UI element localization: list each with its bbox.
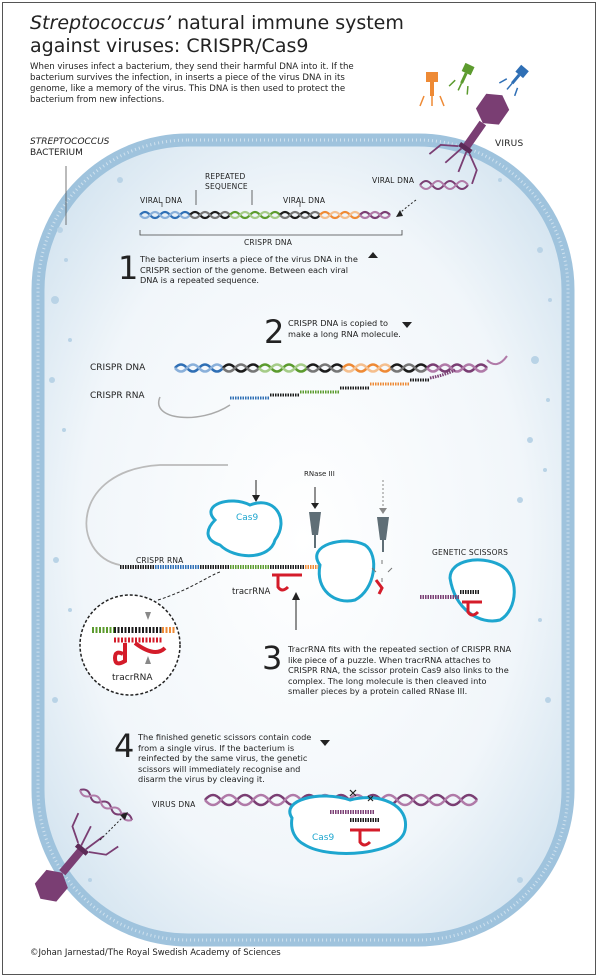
virus-small-blue-icon bbox=[498, 64, 529, 97]
tracrrna-zoom-label: tracrRNA bbox=[112, 673, 153, 683]
bacterium-label-italic: STREPTOCOCCUS bbox=[30, 137, 110, 147]
cas9-label-step4: Cas9 bbox=[312, 833, 335, 843]
virus-small-orange-icon bbox=[419, 72, 445, 107]
cell-dots bbox=[49, 177, 552, 883]
step-4-text: The finished genetic scissors contain co… bbox=[138, 732, 312, 785]
credit-text: ©Johan Jarnestad/The Royal Swedish Acade… bbox=[30, 948, 281, 958]
step2-arrow-icon bbox=[402, 322, 412, 328]
step-3-text: TracrRNA fits with the repeated section … bbox=[288, 644, 512, 697]
virus-top-icon bbox=[428, 93, 510, 185]
page-title: Streptococcus’ natural immune system aga… bbox=[30, 12, 430, 58]
step-2-number: 2 bbox=[264, 313, 285, 351]
virus-label: VIRUS bbox=[495, 139, 524, 149]
bacterium-label: STREPTOCOCCUS BACTERIUM bbox=[30, 137, 109, 159]
repeated-label: REPEATED bbox=[205, 172, 246, 181]
crispr-rna-step3 bbox=[79, 464, 516, 696]
crispr-dna-step2 bbox=[174, 355, 508, 373]
virus-dna-label: VIRUS DNA bbox=[152, 800, 196, 809]
step-1-number: 1 bbox=[118, 249, 139, 287]
rnase-iii-icon-1 bbox=[309, 487, 321, 548]
tracrrna-label: tracrRNA bbox=[232, 587, 271, 597]
rnase-iii-icon-2 bbox=[371, 480, 393, 582]
crispr-dna-label: CRISPR DNA bbox=[90, 363, 146, 373]
viral-dna-label-left: VIRAL DNA bbox=[140, 196, 183, 205]
step-3-number: 3 bbox=[262, 639, 283, 677]
sequence-label: SEQUENCE bbox=[205, 182, 248, 191]
virus-small-green-icon bbox=[448, 62, 475, 95]
step-2-text: CRISPR DNA is copied to make a long RNA … bbox=[288, 318, 401, 339]
step1-arrow-icon bbox=[368, 252, 378, 258]
genetic-scissors-label: GENETIC SCISSORS bbox=[432, 548, 509, 557]
viral-dna-label-right: VIRAL DNA bbox=[372, 176, 415, 185]
zoom-circle bbox=[79, 594, 181, 696]
crispr-dna-bracket-label: CRISPR DNA bbox=[244, 238, 293, 247]
step-1-text: The bacterium inserts a piece of the vir… bbox=[140, 254, 358, 286]
title-rest: natural immune system bbox=[171, 12, 404, 34]
crispr-rna-label: CRISPR RNA bbox=[90, 391, 145, 401]
intro-text: When viruses infect a bacterium, they se… bbox=[30, 62, 354, 105]
crispr-dna-step1 bbox=[139, 190, 403, 236]
step4-arrow-icon bbox=[320, 740, 330, 746]
crispr-rna-step2 bbox=[157, 368, 456, 419]
title-line2: against viruses: CRISPR/Cas9 bbox=[30, 35, 309, 57]
rnase-iii-label: RNase III bbox=[304, 470, 335, 478]
bacterium-label-rest: BACTERIUM bbox=[30, 148, 83, 158]
virus-dna-step4 bbox=[79, 788, 479, 855]
injected-viral-dna-top bbox=[396, 180, 469, 217]
viral-dna-label-mid: VIRAL DNA bbox=[283, 196, 326, 205]
virus-bottom-icon bbox=[34, 812, 119, 902]
cas9-label-step3: Cas9 bbox=[236, 513, 259, 523]
title-italic: Streptococcus’ bbox=[30, 12, 172, 34]
bacterium-cell bbox=[31, 133, 575, 947]
step-4-number: 4 bbox=[114, 727, 135, 765]
crispr-rna-label-step3: CRISPR RNA bbox=[136, 556, 184, 565]
